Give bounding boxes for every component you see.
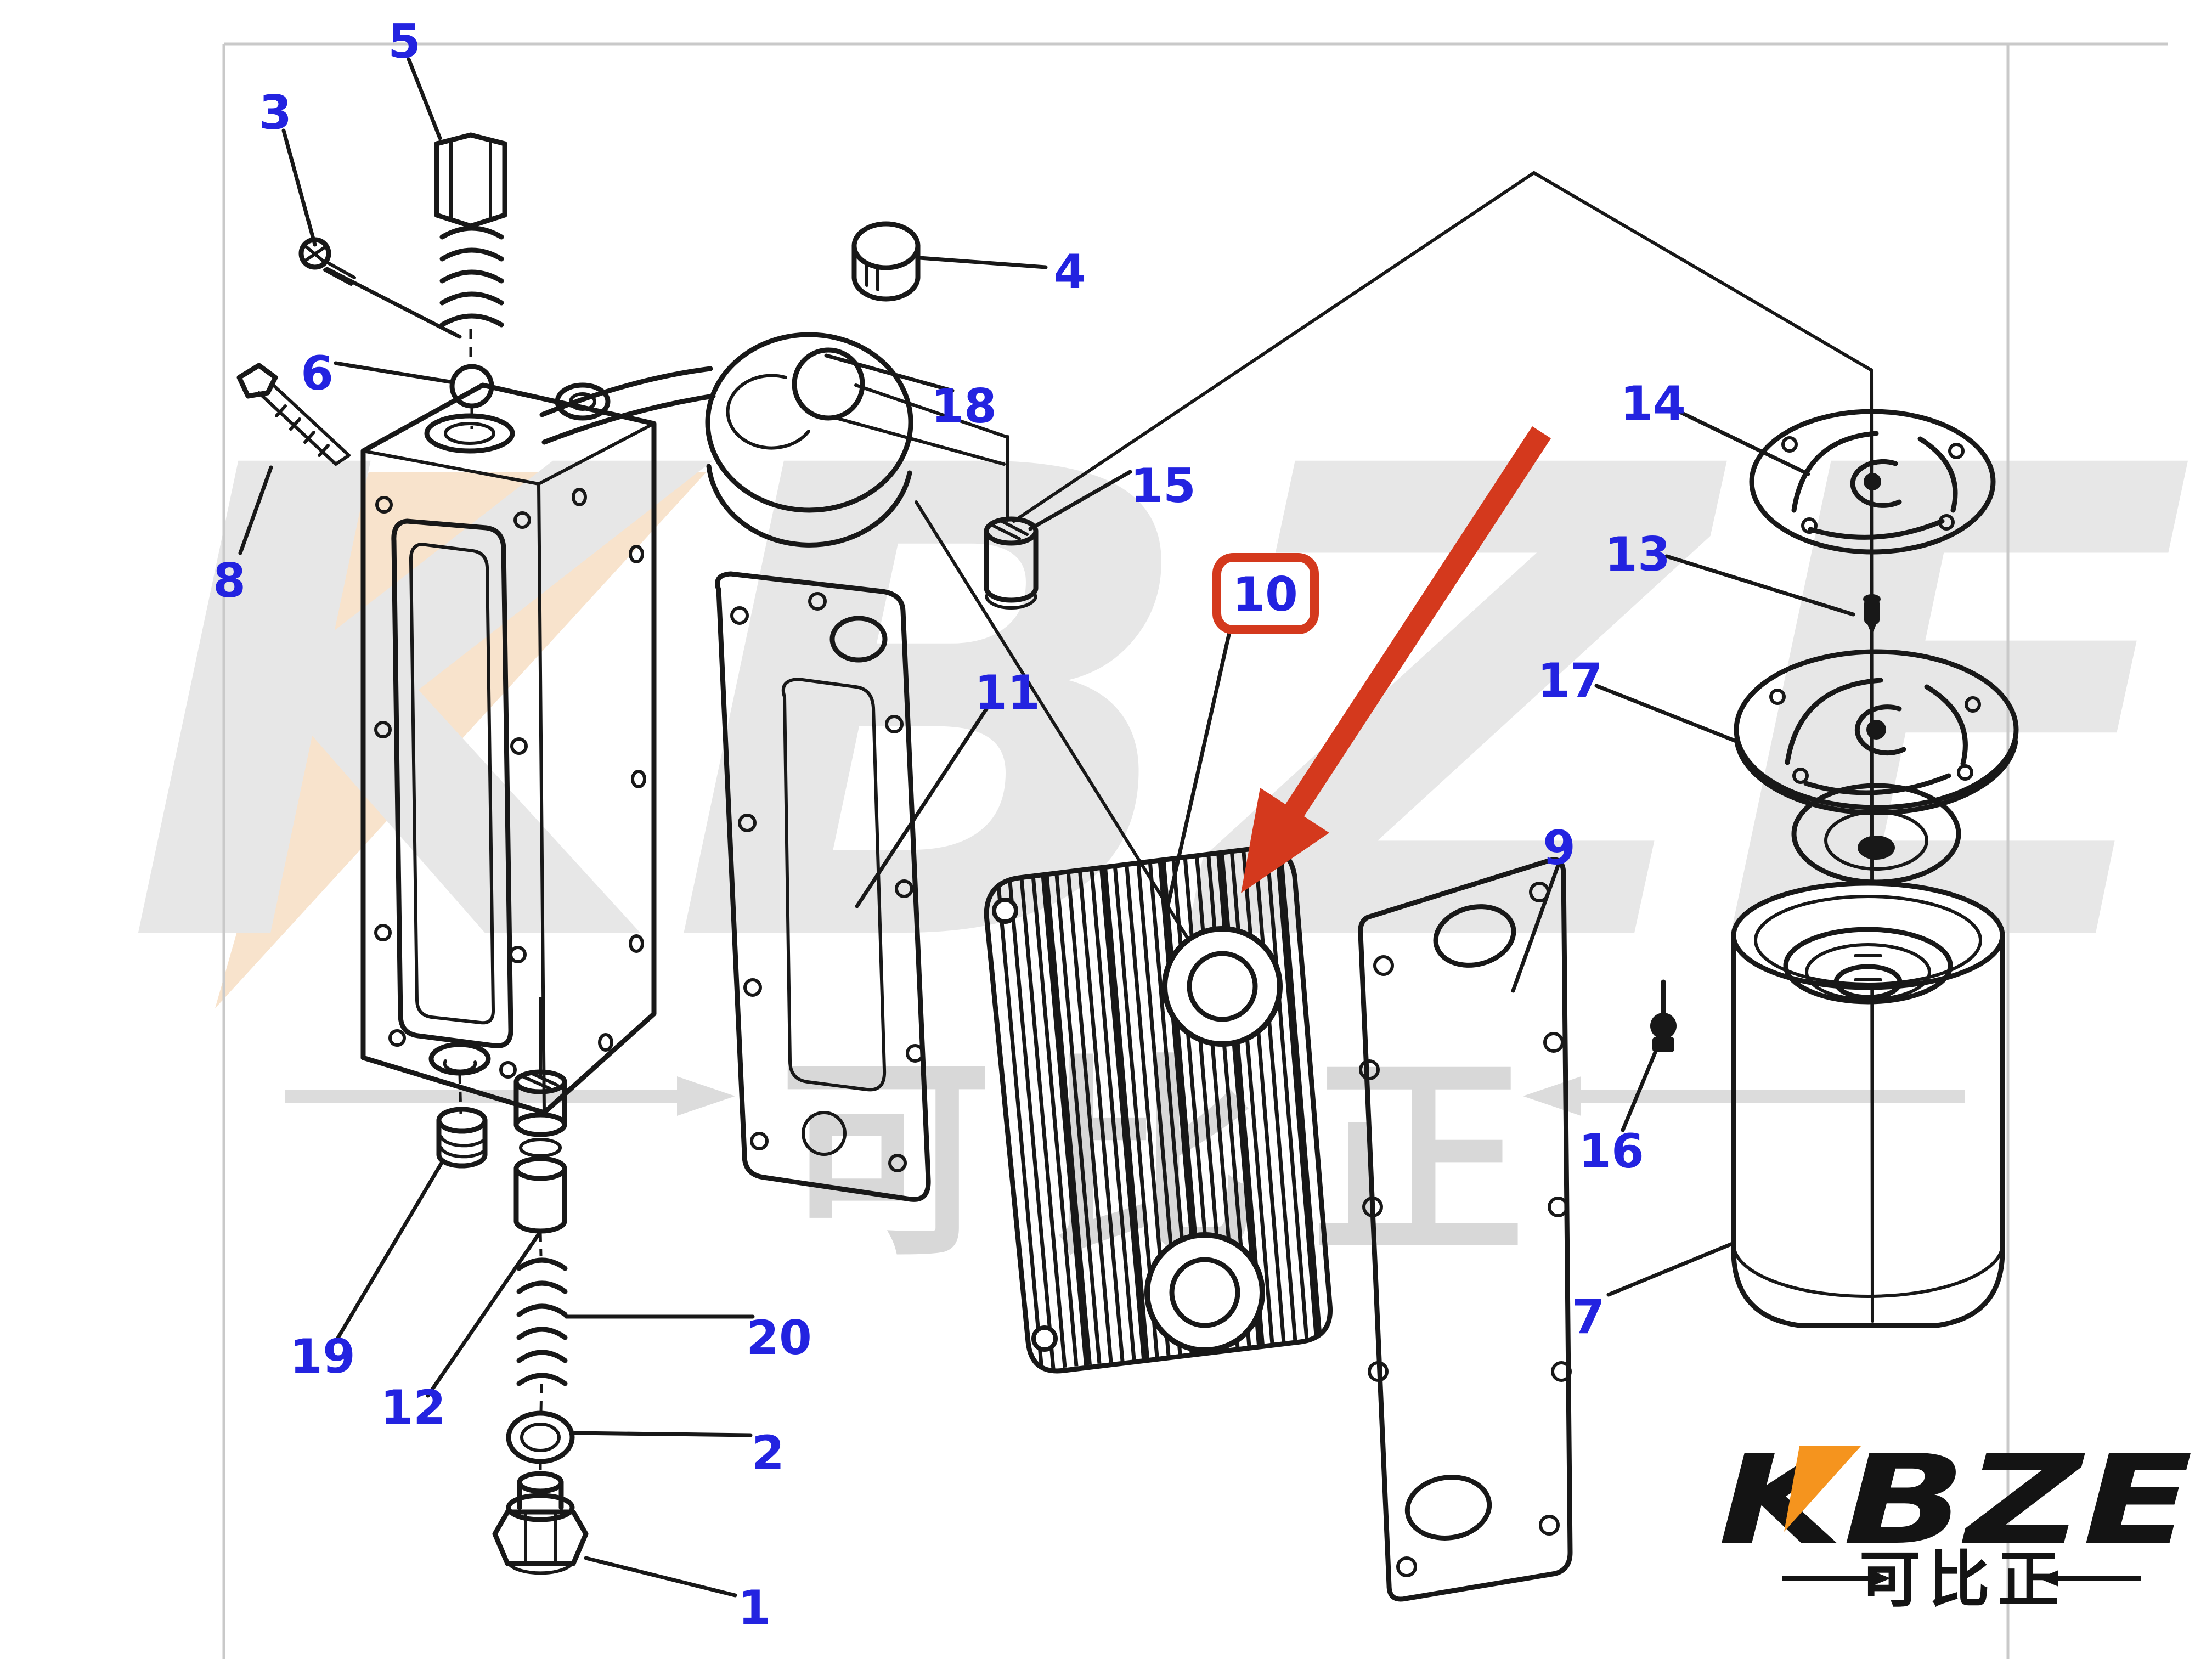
watermark-right-arrowhead-icon	[677, 1076, 735, 1116]
callout-8: 8	[213, 554, 246, 608]
callout-15: 15	[1130, 459, 1196, 514]
page-border-lines	[222, 42, 2168, 1659]
callout-leader-lines	[238, 57, 1855, 1598]
kbze-brand-logo: KBZE 可比正	[1718, 1429, 2193, 1616]
callout-14: 14	[1620, 376, 1686, 431]
logo-left-arrowhead-icon	[2039, 1570, 2058, 1587]
part-17-plate-drawing	[1734, 649, 2019, 885]
callout-5: 5	[388, 14, 421, 69]
part-12-valve-drawing	[514, 1069, 567, 1234]
brand-logo-tagline: 可比正	[1859, 1544, 2067, 1616]
callout-numbers: 1 2 3 4 5 6 7 8 9 10 11 12 13 14 15 16 1…	[213, 14, 1686, 1635]
core-top-port	[1162, 926, 1283, 1047]
callout-13: 13	[1605, 527, 1671, 582]
callout-10: 10	[1232, 567, 1298, 622]
part-8-bolt-drawing	[236, 363, 351, 466]
part-14-plate-drawing	[1749, 409, 1996, 555]
part-13-plug-drawing	[1863, 594, 1881, 635]
callout-11: 11	[974, 665, 1040, 720]
pointer-arrow-icon	[1241, 426, 1551, 893]
callout-16: 16	[1578, 1124, 1644, 1179]
part-11-gasket-drawing	[715, 571, 931, 1202]
part-20-spring-drawing	[516, 1257, 568, 1386]
brand-logo-tagline-decoration	[1782, 1570, 2141, 1587]
part-5-valve-bolt-drawing	[434, 132, 507, 328]
callout-4: 4	[1053, 245, 1086, 300]
callout-17: 17	[1537, 653, 1603, 708]
callout-2: 2	[752, 1426, 785, 1481]
watermark-wedge-shape	[215, 472, 707, 1008]
assembly-centerlines	[458, 171, 1874, 1478]
callout-18: 18	[931, 379, 997, 434]
logo-left-line	[1782, 1576, 1870, 1581]
housing-bolt-holes	[374, 488, 646, 1079]
part-4-plug-drawing	[851, 221, 921, 302]
highlight-box-part-10	[1212, 553, 1319, 634]
brand-logo-wedge-shape	[1784, 1446, 1861, 1532]
part-15-plug-drawing	[984, 516, 1039, 610]
gasket-9-holes	[1359, 882, 1572, 1577]
callout-9: 9	[1543, 821, 1576, 876]
core-bottom-port	[1144, 1232, 1265, 1353]
callout-12: 12	[380, 1380, 446, 1435]
gasket-11-holes	[730, 592, 924, 1172]
part-1-hex-plug-drawing	[492, 1471, 589, 1575]
part-10-cooler-core-drawing	[984, 845, 1333, 1374]
part-18-filter-head-drawing	[539, 332, 913, 548]
callout-6: 6	[301, 346, 334, 401]
callout-20: 20	[746, 1311, 812, 1365]
callout-19: 19	[290, 1329, 356, 1384]
callout-1: 1	[738, 1581, 771, 1635]
callout-7: 7	[1572, 1290, 1605, 1345]
plate-14-center-hole	[1864, 473, 1881, 490]
oil-cooler-housing-drawing	[360, 382, 657, 1115]
plate-14-holes	[1781, 436, 1965, 534]
exploded-view-drawing	[236, 57, 2019, 1602]
watermark-right-line	[1581, 1090, 1965, 1103]
logo-right-arrowhead-icon	[1871, 1570, 1891, 1587]
part-2-oring-drawing	[506, 1410, 575, 1464]
part-19-cap-drawing	[436, 1107, 488, 1169]
core-corner-hole	[1031, 1325, 1058, 1352]
plate-17-holes	[1769, 689, 1981, 784]
callout-3: 3	[259, 86, 292, 140]
part-9-gasket-drawing	[1358, 857, 1573, 1602]
core-corner-hole	[992, 898, 1018, 924]
logo-right-line	[2058, 1576, 2141, 1581]
part-7-oil-filter-drawing	[1731, 881, 2005, 1328]
